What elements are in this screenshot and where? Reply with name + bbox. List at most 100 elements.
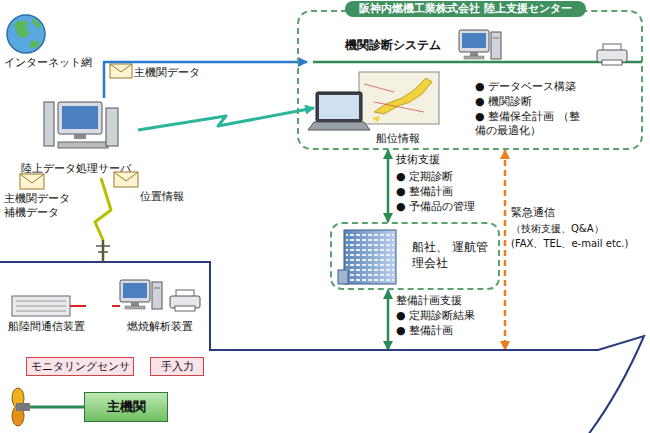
node-graphic-part xyxy=(58,142,108,148)
connector xyxy=(387,150,390,222)
node-graphic-part xyxy=(44,102,54,146)
position-laptop: 船位情報 xyxy=(314,72,446,148)
note-label: 主機関データ 補機データ xyxy=(4,192,76,221)
node-graphic-part-part xyxy=(131,302,139,306)
note-label: ● 定期診断結果 xyxy=(396,309,475,323)
node-graphic-part xyxy=(308,122,370,130)
input-label: 手入力 xyxy=(161,360,194,374)
node-graphic-part-part xyxy=(154,288,160,289)
node-graphic-part xyxy=(98,251,108,253)
bullet-item: ● 整備保全計画 （整備の最適化） xyxy=(475,110,585,139)
node-graphic-part-part xyxy=(493,38,499,39)
edge-label: 緊急通信 xyxy=(511,206,555,220)
system-title: 機関診断システム xyxy=(345,38,441,54)
shipping-company-box: 船社、 運航管理会社 xyxy=(330,222,500,290)
connector xyxy=(504,150,507,350)
node-graphic-part-part xyxy=(120,280,150,302)
edge-label: 技術支援 xyxy=(396,153,440,167)
connector xyxy=(387,290,390,350)
globe-icon-part xyxy=(30,40,40,48)
node-graphic-part xyxy=(170,290,200,311)
node-graphic-part xyxy=(106,108,118,146)
node-graphic-part xyxy=(346,233,394,281)
note-label: （技術支援、Q&A） xyxy=(511,222,604,235)
node-graphic-part xyxy=(338,270,348,284)
node-graphic-part xyxy=(364,84,424,112)
envelope-icon-part xyxy=(110,64,132,78)
envelope-icon-part xyxy=(20,174,44,183)
node-graphic-part xyxy=(74,134,86,139)
note-label: 位置情報 xyxy=(140,190,184,204)
panel-heading: 阪神内燃機工業株式会社 陸上支援センター xyxy=(345,1,586,17)
input-box: 手入力 xyxy=(150,357,204,376)
node-graphic-part-part xyxy=(123,283,147,298)
node-graphic-part xyxy=(112,305,120,307)
note-label: (FAX、TEL、e-mail etc.) xyxy=(511,237,628,250)
support-center-panel: 阪神内燃機工業株式会社 陸上支援センター機関診断システム● データベース構築● … xyxy=(297,10,643,150)
main-engine-box: 主機関 xyxy=(84,392,168,422)
envelope-icon xyxy=(110,64,132,78)
data-server: 陸上データ処理サーバ xyxy=(14,98,138,178)
node-graphic-part xyxy=(344,230,396,284)
node-graphic-part xyxy=(16,301,66,302)
note-label: 主機関データ xyxy=(134,66,200,80)
envelope-icon-part xyxy=(20,174,44,189)
connector xyxy=(104,62,307,98)
connector xyxy=(138,108,314,130)
node-graphic-part xyxy=(30,406,84,409)
analyzer-caption: 燃焼解析装置 xyxy=(127,320,193,334)
node-graphic-part xyxy=(70,305,86,307)
node-graphic-part xyxy=(120,280,162,309)
unit-caption: 船陸間通信装置 xyxy=(8,320,85,334)
server-caption: 陸上データ処理サーバ xyxy=(21,162,131,176)
node-graphic-part-part xyxy=(459,30,489,52)
combustion-analyzer: 燃焼解析装置 xyxy=(112,278,208,336)
node-graphic-part xyxy=(319,95,359,119)
node-graphic-part-part xyxy=(491,32,501,59)
node-graphic-part xyxy=(316,92,362,122)
envelope-icon-part xyxy=(110,64,132,72)
note-label: ● 定期診断 xyxy=(396,170,453,184)
node-graphic-part xyxy=(359,72,439,124)
company-name: 船社、 運航管理会社 xyxy=(412,240,496,271)
node-graphic-part xyxy=(372,116,380,122)
node-graphic-part-part xyxy=(464,56,484,59)
node-graphic-part-part xyxy=(462,33,486,48)
ship-shore-comm-unit: 船陸間通信装置 xyxy=(4,290,89,336)
input-box: モニタリングセンサ xyxy=(26,357,134,376)
node-graphic-part xyxy=(0,262,644,433)
node-graphic-part-part xyxy=(175,306,195,311)
node-graphic-part xyxy=(96,245,110,247)
node-graphic-part xyxy=(102,240,104,262)
node-graphic-part xyxy=(12,296,70,316)
globe-icon-part xyxy=(14,20,30,37)
edge-label: 整備計画支援 xyxy=(396,294,462,308)
node-graphic-part xyxy=(62,106,98,129)
globe-icon-part xyxy=(32,18,42,28)
node-graphic-part-part xyxy=(125,306,145,309)
engine-label: 主機関 xyxy=(107,399,146,416)
node-graphic-part xyxy=(58,102,102,134)
bullet-item: ● 機関診断 xyxy=(475,95,532,109)
node-graphic-part xyxy=(16,311,66,312)
node-graphic-part xyxy=(459,30,501,59)
input-label: モニタリングセンサ xyxy=(31,360,130,374)
globe-icon xyxy=(7,15,45,53)
note-label: ● 整備計画 xyxy=(396,324,453,338)
bullet-item: ● データベース構築 xyxy=(475,80,576,94)
note-label: ● 予備品の管理 xyxy=(396,200,475,214)
connector xyxy=(95,178,111,262)
node-graphic-part-part xyxy=(152,282,162,309)
laptop-caption: 船位情報 xyxy=(376,132,420,146)
node-graphic-part xyxy=(16,403,30,411)
note-label: ● 整備計画 xyxy=(396,185,453,199)
note-label: インターネット網 xyxy=(4,56,92,70)
node-graphic-part xyxy=(16,306,66,307)
node-graphic-part xyxy=(597,44,627,65)
node-graphic-part xyxy=(313,61,642,64)
ship-hull: 船陸間通信装置 燃焼解析装置モニタリングセンサ 手入力主機関 xyxy=(0,262,645,433)
node-graphic-part-part xyxy=(602,60,622,65)
envelope-icon xyxy=(20,174,44,189)
globe-icon-part xyxy=(7,15,45,53)
